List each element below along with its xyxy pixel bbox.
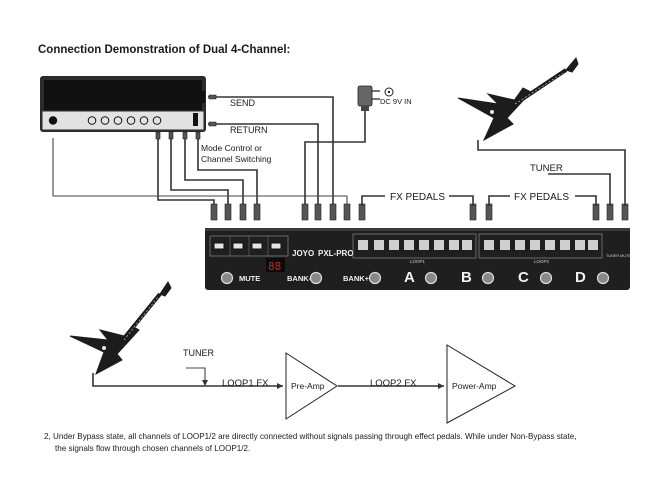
display-readout: 88 [268,260,281,273]
bank-down-label: BANK- [287,274,312,283]
loop-b-footswitch[interactable] [481,271,495,285]
mode-control-label-1: Mode Control or [201,143,262,153]
amplifier [40,76,206,132]
loop-a-label: A [404,269,415,286]
tuner-label-top: TUNER [530,163,563,174]
mode-control-label-2: Channel Switching [201,154,272,164]
tuner-mute-caption: TUNER MUTE [606,254,631,258]
loop2-caption: LOOP2 [534,259,550,264]
send-label: SEND [230,98,256,108]
loop-c-label: C [518,269,529,286]
power-amp-block [446,344,517,424]
footnote-line-1: 2, Under Bypass state, all channels of L… [44,432,577,441]
return-label: RETURN [230,125,268,135]
guitar-cable-top [477,140,626,206]
flow-loop2-label: LOOP2 FX [370,378,417,389]
flow-poweramp-label: Power-Amp [452,381,497,391]
loop-b-label: B [461,269,472,286]
pedal-brand: JOYO [292,249,314,258]
mute-footswitch[interactable] [220,271,234,285]
tuner-cable-top [548,173,611,206]
loop-d-footswitch[interactable] [596,271,610,285]
flow-tuner-label: TUNER [183,348,214,358]
guitar-bottom [69,281,172,376]
guitar-top [457,56,579,142]
fx-pedals-label-right: FX PEDALS [514,192,569,203]
bank-up-footswitch[interactable] [368,271,382,285]
power-adapter: DC 9V IN [357,85,412,111]
fx-pedals-label-left: FX PEDALS [390,192,445,203]
pedal-model: PXL-PRO [318,249,354,258]
loop1-caption: LOOP1 [410,259,426,264]
power-label: DC 9V IN [380,97,412,106]
amp-cables [52,94,366,206]
flow-loop1-label: LOOP1 FX [222,378,269,389]
loop-d-label: D [575,269,586,286]
top-plugs [210,203,629,221]
preamp-block [285,352,338,420]
switcher-pedal: 88 JOYO PXL-PRO LOOP1 LOOP2 TUNER MUTE M… [205,228,631,290]
loop-a-footswitch[interactable] [424,271,438,285]
signal-flow [92,344,517,424]
bank-up-label: BANK+ [343,274,370,283]
diagram-title: Connection Demonstration of Dual 4-Chann… [38,44,290,56]
flow-preamp-label: Pre-Amp [291,381,325,391]
mute-label: MUTE [239,274,260,283]
bank-down-footswitch[interactable] [309,271,323,285]
loop-c-footswitch[interactable] [539,271,553,285]
fx-cables [361,195,597,206]
footnote-line-2: the signals flow through chosen channels… [55,444,250,453]
